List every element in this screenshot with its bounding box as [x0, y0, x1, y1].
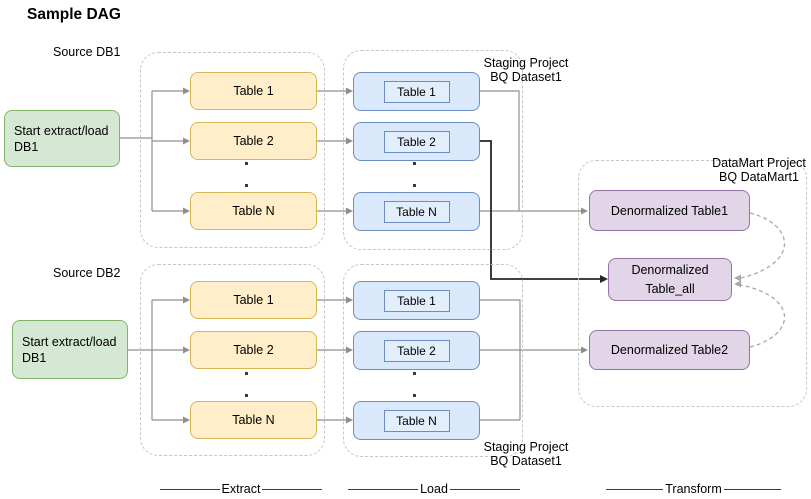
source-db1-label: Source DB1 [53, 45, 121, 59]
stage-marker-load: Load [348, 482, 520, 496]
ellipsis-dots [245, 162, 248, 165]
db1-edges [120, 90, 581, 212]
db2-edges [128, 299, 581, 421]
extract2-table-2: Table 2 [190, 331, 317, 369]
load-group-db2 [343, 264, 523, 457]
stage-label-load: Load [420, 482, 448, 496]
load1-table-n: Table N [353, 192, 480, 231]
datamart-caption-line1: DataMart Project [712, 156, 806, 170]
curve-denorm1-to-table-all [740, 212, 785, 279]
extract1-table-n: Table N [190, 192, 317, 230]
stage-marker-extract: Extract [160, 482, 322, 496]
ellipsis-dots [245, 394, 248, 397]
datamart-caption: DataMart Project BQ DataMart1 [688, 156, 811, 184]
extract-group-db2 [140, 264, 325, 456]
extract1-table-2: Table 2 [190, 122, 317, 160]
stage-rule [449, 488, 520, 490]
load1-table-2-inner: Table 2 [383, 130, 450, 153]
stage-label-extract: Extract [221, 482, 261, 496]
stage-rule [606, 488, 664, 490]
stage-marker-transform: Transform [606, 482, 781, 496]
stage-rule [160, 488, 220, 490]
dependency-curves [740, 212, 785, 348]
staging-caption-db1: Staging Project BQ Dataset1 [455, 56, 597, 84]
curve-denorm2-to-table-all [740, 284, 785, 348]
stage-rule [723, 488, 781, 490]
start-node-db1: Start extract/load DB1 [4, 110, 120, 167]
staging-caption-db1-line2: BQ Dataset1 [490, 70, 562, 84]
denormalized-table1-node: Denormalized Table1 [589, 190, 750, 231]
stage-rule [348, 488, 419, 490]
load1-table-1-inner: Table 1 [383, 80, 450, 103]
ellipsis-dots [413, 184, 416, 187]
arrowhead-table-all [600, 275, 608, 283]
load1-table-2: Table 2 [353, 122, 480, 161]
edge-load1-t1-merge [480, 90, 520, 211]
datamart-caption-line2: BQ DataMart1 [719, 170, 799, 184]
denormalized-table-all-node: Denormalized Table_all [608, 258, 732, 301]
denormalized-table2-node: Denormalized Table2 [589, 330, 750, 370]
staging-caption-db2: Staging Project BQ Dataset1 [455, 440, 597, 468]
source-db2-label: Source DB2 [53, 266, 121, 280]
stage-rule [262, 488, 322, 490]
extract2-table-n: Table N [190, 401, 317, 439]
extract1-table-1: Table 1 [190, 72, 317, 110]
page-title: Sample DAG [27, 6, 121, 23]
ellipsis-dots [245, 372, 248, 375]
edge-load2-t1-merge [480, 299, 521, 420]
load1-table-n-inner: Table N [383, 200, 450, 223]
staging-caption-db1-line1: Staging Project [483, 56, 569, 70]
ellipsis-dots [413, 372, 416, 375]
load2-table-n-inner: Table N [383, 409, 450, 432]
extract2-table-1: Table 1 [190, 281, 317, 319]
edge-load1-to-table-all [480, 140, 601, 280]
datamart-group [578, 160, 807, 407]
load-group-db1 [343, 50, 523, 250]
denormalized-table-all-line2: Table_all [645, 281, 695, 296]
stage-label-transform: Transform [665, 482, 722, 496]
load2-table-1: Table 1 [353, 281, 480, 320]
load2-table-2: Table 2 [353, 331, 480, 370]
load2-table-n: Table N [353, 401, 480, 440]
ellipsis-dots [245, 184, 248, 187]
load1-table-1: Table 1 [353, 72, 480, 111]
staging-caption-db2-line1: Staging Project [483, 440, 569, 454]
start-node-db2: Start extract/load DB1 [12, 320, 128, 379]
ellipsis-dots [413, 162, 416, 165]
extract-group-db1 [140, 52, 325, 248]
load2-table-1-inner: Table 1 [383, 289, 450, 312]
load2-table-2-inner: Table 2 [383, 339, 450, 362]
staging-caption-db2-line2: BQ Dataset1 [490, 454, 562, 468]
ellipsis-dots [413, 394, 416, 397]
arrowheads [183, 87, 741, 424]
denormalized-table-all-line1: Denormalized [631, 262, 709, 277]
